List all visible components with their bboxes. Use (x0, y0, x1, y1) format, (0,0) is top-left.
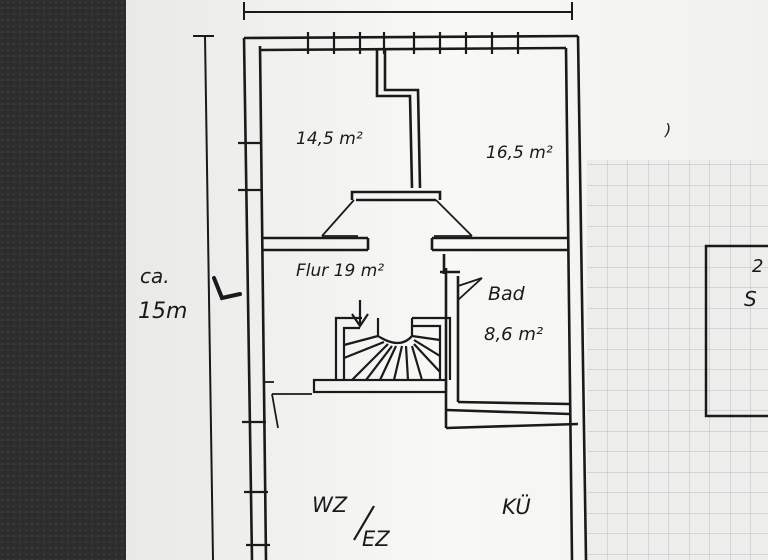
dimension-prefix: ca. (140, 264, 170, 288)
interior-walls (262, 50, 579, 430)
living-room-label: WZ (312, 493, 348, 517)
dining-room-label: EZ (362, 527, 390, 551)
grid-box-outline (704, 244, 768, 418)
left-window-ticks (238, 141, 270, 547)
bath-name: Bad (488, 283, 526, 305)
room-divider-slash (353, 505, 375, 541)
cut-off-label-1: 2 (752, 256, 763, 277)
dimension-value: 15m (138, 299, 187, 324)
top-dimension-line (243, 2, 573, 20)
hallway-label: Flur 19 m² (296, 261, 384, 281)
entrance-arrow (212, 276, 242, 301)
room-top-right-area: 16,5 m² (486, 143, 553, 163)
staircase (312, 300, 452, 394)
paper-mark: ) (664, 120, 671, 139)
left-dimension-line (193, 35, 214, 560)
door-swings (264, 199, 483, 429)
grid-paper (587, 160, 768, 560)
bath-area: 8,6 m² (484, 324, 543, 345)
cut-off-label-2: S (744, 287, 757, 311)
room-top-left-area: 14,5 m² (296, 129, 363, 149)
kitchen-label: KÜ (502, 494, 531, 519)
